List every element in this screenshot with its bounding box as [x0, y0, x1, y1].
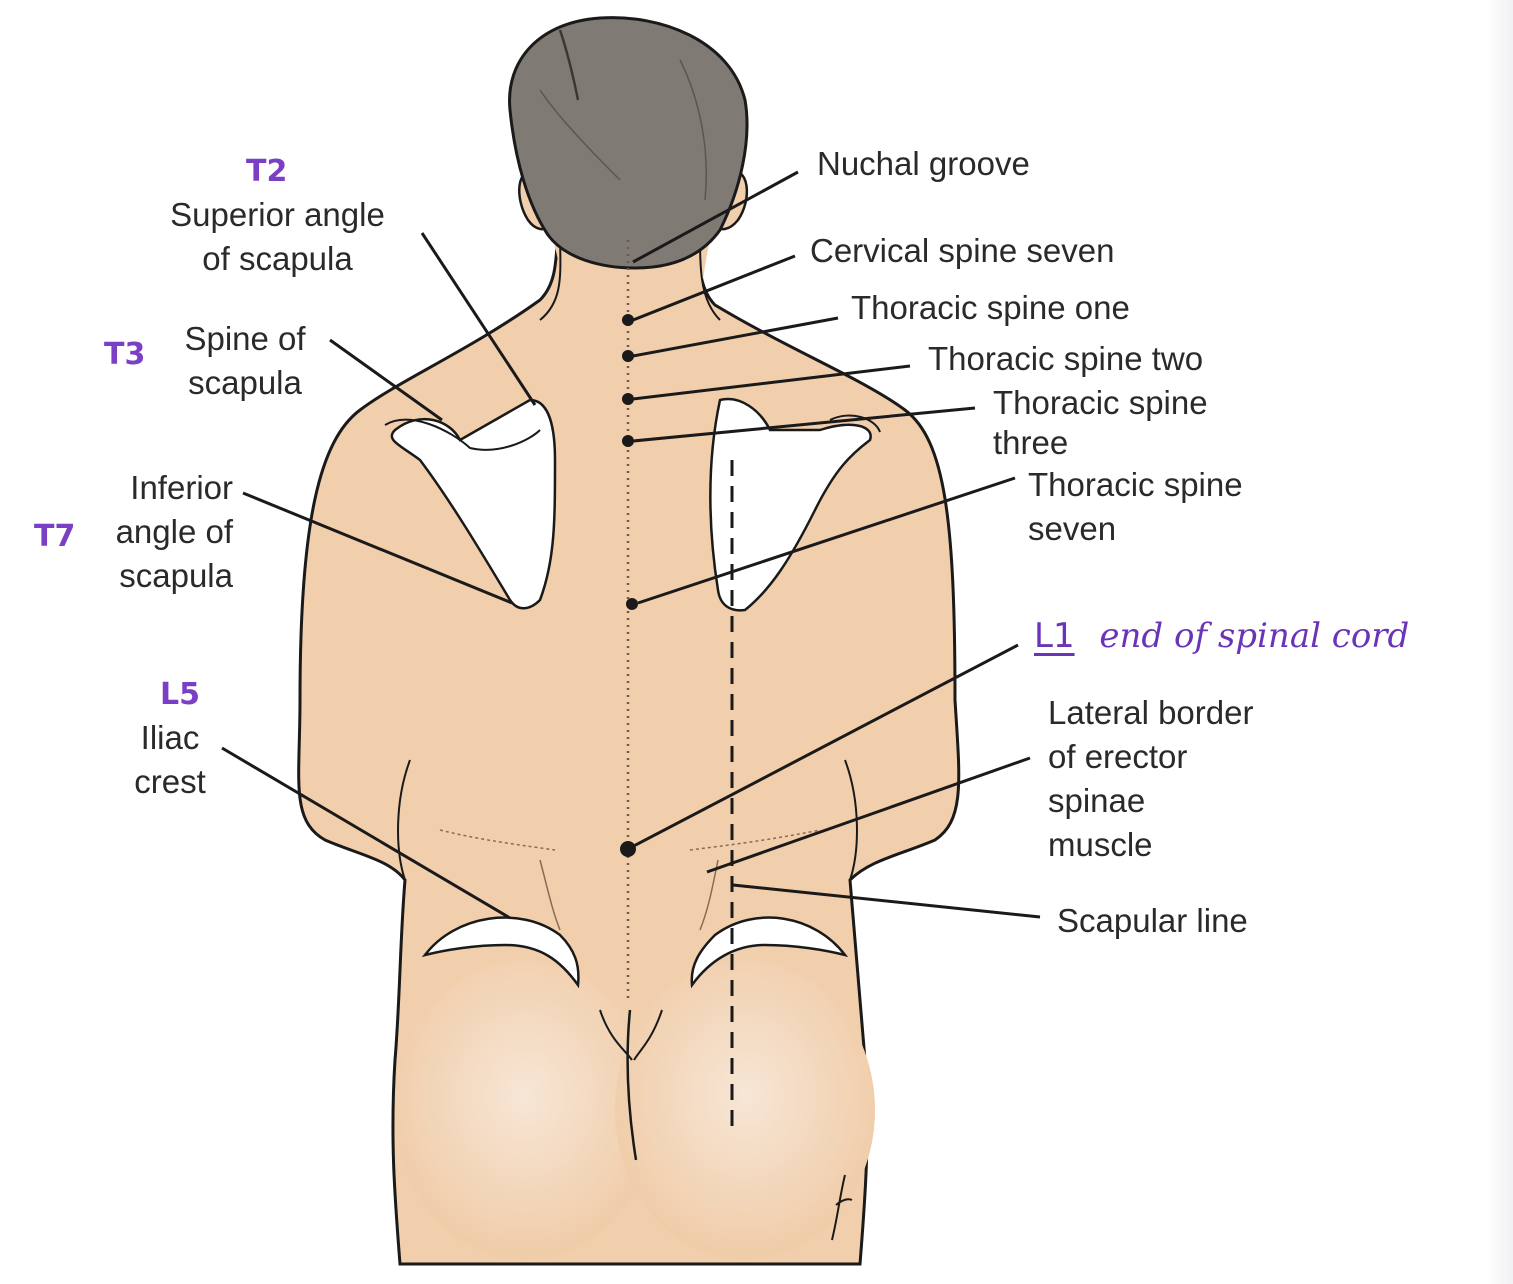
- left-iliac-crest: [421, 916, 580, 989]
- right-scapula: [709, 397, 872, 612]
- label-thoracic-spine-three: Thoracic spine three: [993, 384, 1208, 461]
- left-buttock: [395, 960, 655, 1260]
- label-spine-of-scapula: Spine of scapula: [184, 320, 306, 401]
- leader-nuchal-groove: [632, 170, 799, 264]
- leader-cervical-seven: [632, 254, 796, 322]
- leader-lines: [221, 170, 1041, 920]
- artist-signature: [831, 1174, 853, 1241]
- right-edge-shade: [1485, 0, 1513, 1284]
- leader-iliac-crest: [221, 746, 511, 920]
- leader-inferior-angle: [242, 491, 513, 605]
- leader-thoracic-one: [632, 316, 839, 358]
- leader-scapular-line: [732, 883, 1041, 919]
- leader-thoracic-seven: [637, 476, 1016, 605]
- label-thoracic-spine-one: Thoracic spine one: [851, 289, 1130, 326]
- marker-t2: [622, 393, 634, 405]
- label-superior-angle-of-scapula: Superior angle of scapula: [170, 196, 385, 277]
- leader-thoracic-three: [632, 406, 976, 443]
- marker-t7: [626, 598, 638, 610]
- left-scapula: [390, 398, 557, 610]
- annotation-t7: T7: [34, 519, 76, 554]
- head-hair: [508, 16, 749, 270]
- annotation-t3: T3: [104, 337, 146, 372]
- label-iliac-crest: Iliac crest: [134, 719, 206, 800]
- label-lateral-border-erector-spinae: Lateral border of erector spinae muscle: [1048, 694, 1254, 863]
- annotation-l1-end-of-spinal-cord: L1 end of spinal cord: [1034, 616, 1409, 656]
- label-nuchal-groove: Nuchal groove: [817, 145, 1030, 182]
- label-scapular-line: Scapular line: [1057, 902, 1248, 939]
- label-thoracic-spine-seven: Thoracic spine seven: [1028, 466, 1243, 547]
- marker-c7: [622, 314, 634, 326]
- label-cervical-spine-seven: Cervical spine seven: [810, 232, 1115, 269]
- annotation-l1: L1: [1034, 616, 1075, 656]
- label-thoracic-spine-two: Thoracic spine two: [928, 340, 1204, 377]
- label-inferior-angle-of-scapula: Inferior angle of scapula: [115, 469, 233, 594]
- annotation-end-of-spinal-cord: end of spinal cord: [1099, 616, 1410, 656]
- right-buttock: [615, 960, 875, 1260]
- annotation-l5: L5: [160, 677, 200, 712]
- leader-lateral-border: [706, 756, 1031, 874]
- marker-t3: [622, 435, 634, 447]
- right-iliac-crest: [690, 916, 849, 989]
- marker-t1: [622, 350, 634, 362]
- annotation-t2: T2: [246, 154, 288, 189]
- leader-l1: [627, 643, 1019, 851]
- leader-superior-angle: [420, 232, 537, 406]
- gluteal-cleft: [626, 1009, 638, 1161]
- leader-spine-of-scapula: [329, 338, 443, 422]
- leader-thoracic-two: [632, 364, 911, 401]
